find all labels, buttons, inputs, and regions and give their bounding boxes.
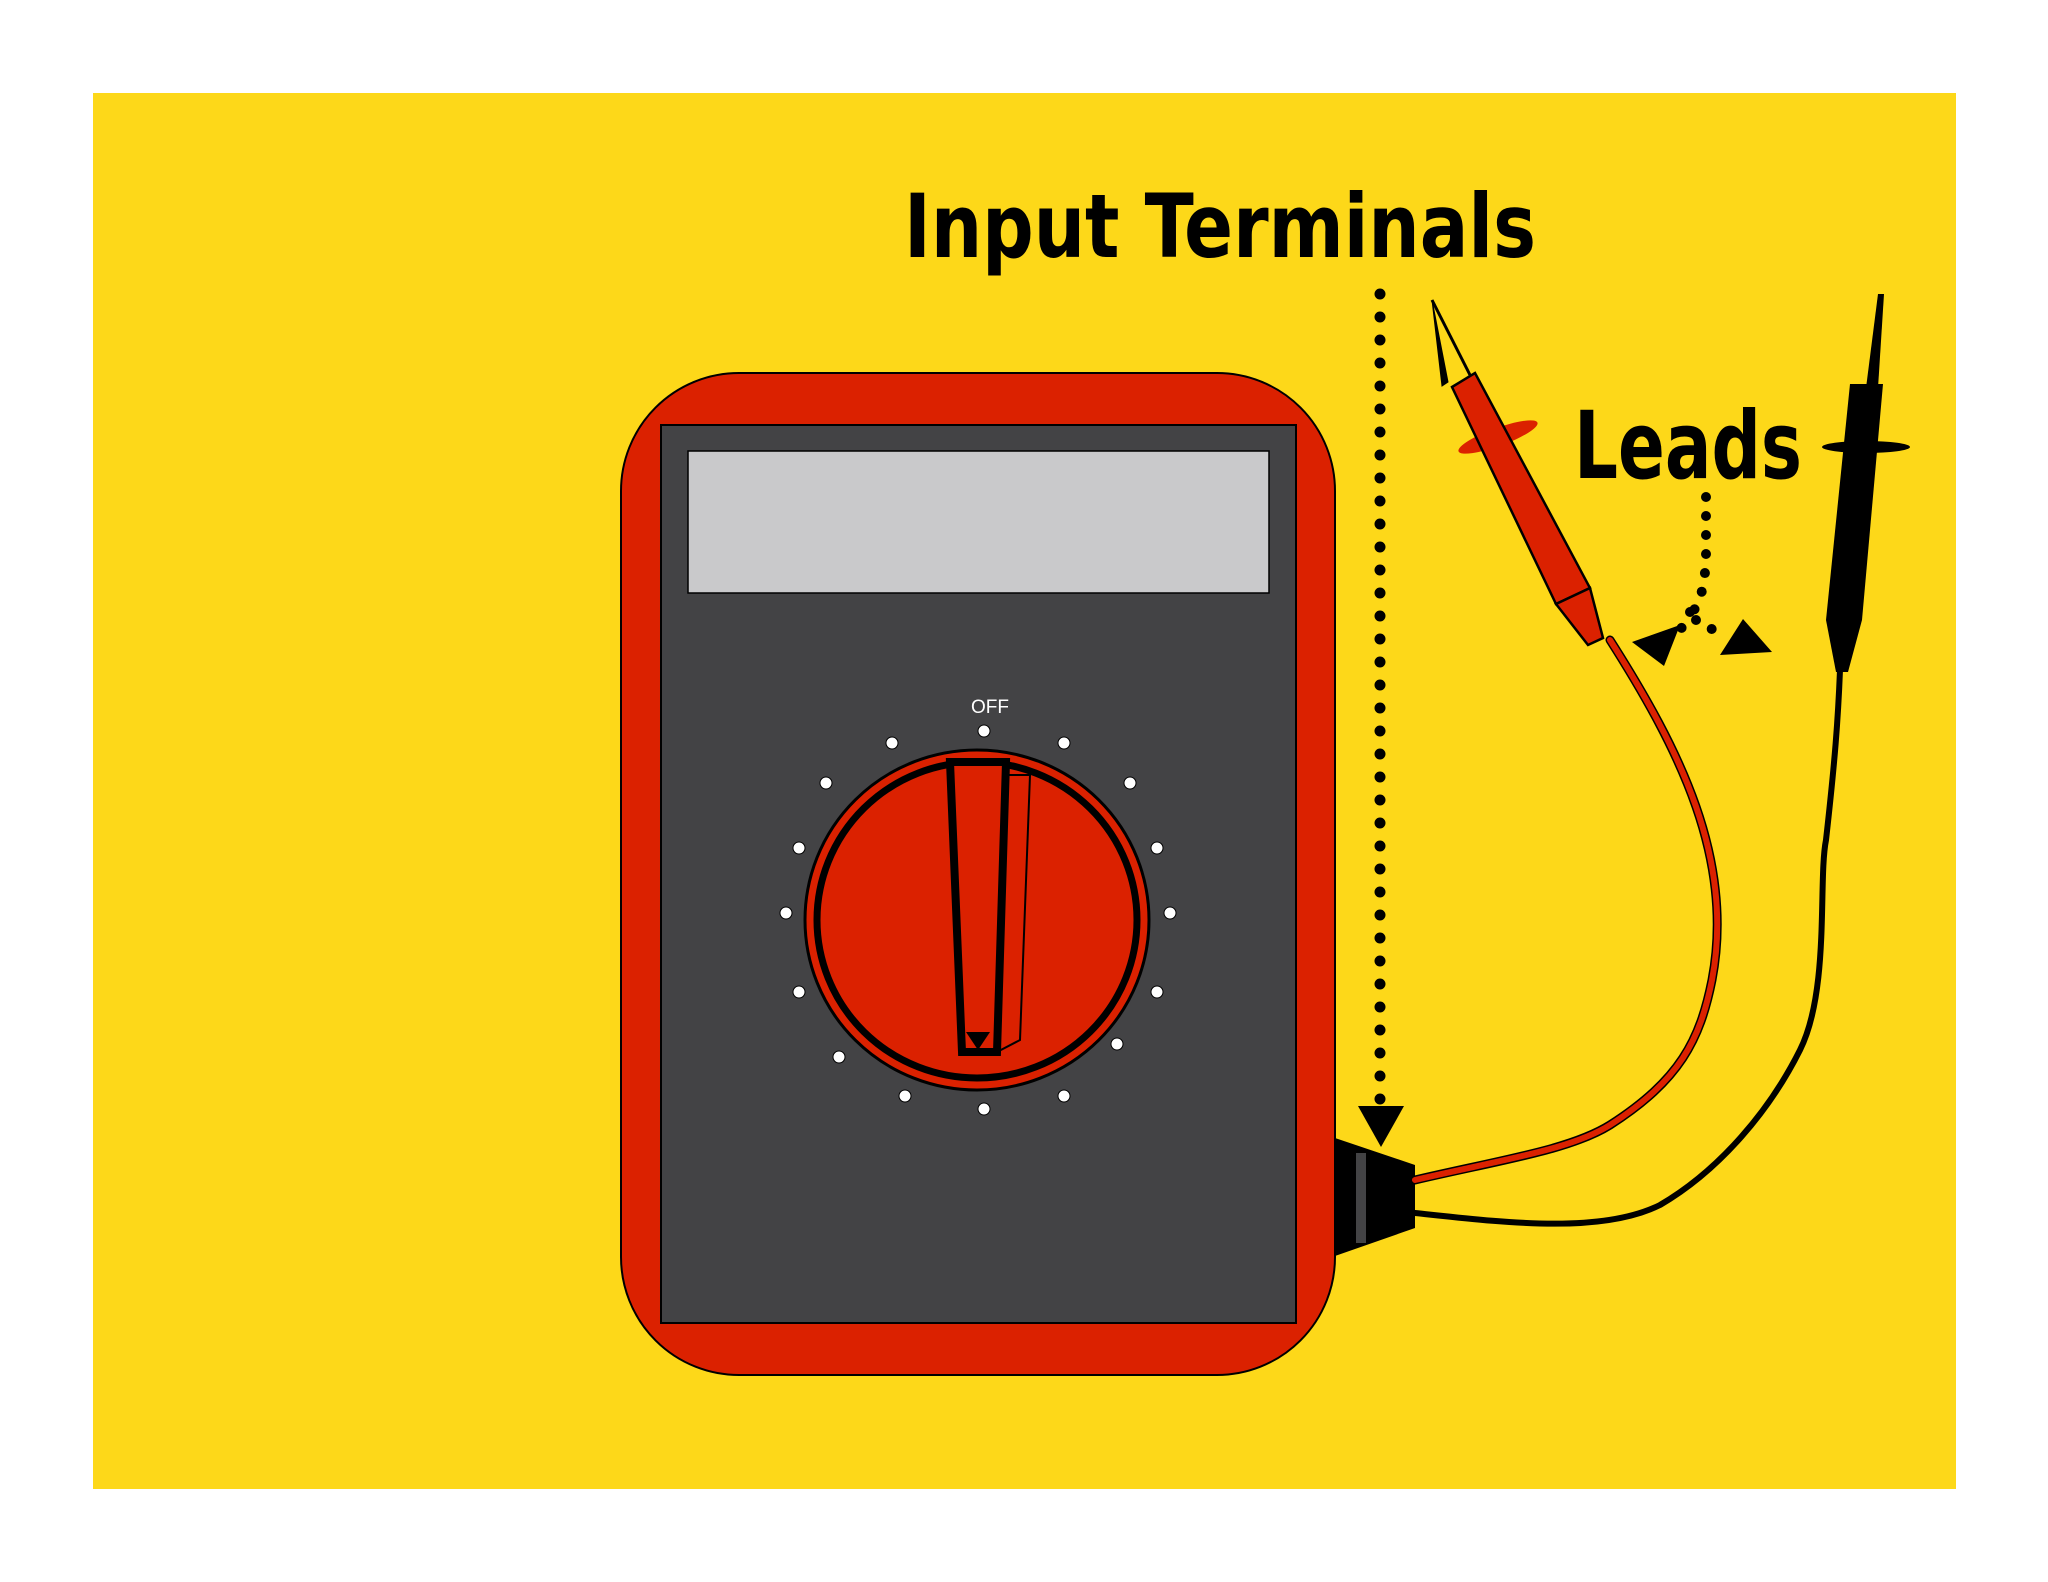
- leads-dotted-branch-black: [1691, 615, 1727, 640]
- red-probe-tip: [1431, 299, 1449, 387]
- leads-callout: Leads: [1574, 392, 1802, 666]
- meter-display: [687, 450, 1270, 594]
- dial-dot: [1057, 736, 1071, 750]
- input-terminals-callout: Input Terminals: [904, 175, 1536, 1147]
- dial-pointer-tip: [966, 1032, 990, 1050]
- dial-dot: [832, 1050, 846, 1064]
- red-probe-tip-line: [1430, 299, 1472, 376]
- dial-dot: [1163, 906, 1177, 920]
- rotary-dial-icon[interactable]: [803, 748, 1151, 1092]
- dial-dot: [898, 1089, 912, 1103]
- dial-dot: [885, 736, 899, 750]
- dial-dot: [819, 776, 833, 790]
- test-leads: [1410, 294, 1910, 1227]
- terminal-socket: [1356, 1153, 1366, 1243]
- red-probe-icon[interactable]: [1430, 299, 1605, 647]
- dial-dot: [977, 724, 991, 738]
- leads-label: Leads: [1574, 392, 1802, 501]
- dial-pointer: [945, 758, 1011, 1056]
- multimeter-icon: OFF: [620, 372, 1415, 1376]
- dial-dot: [1110, 1037, 1124, 1051]
- black-probe-boot: [1826, 620, 1862, 672]
- input-terminal-jack: [1335, 1138, 1415, 1256]
- dial-dot: [1150, 985, 1164, 999]
- leads-arrowhead-black: [1720, 619, 1772, 655]
- black-probe-icon[interactable]: [1822, 294, 1910, 672]
- black-lead-wire: [1412, 667, 1843, 1227]
- dial-dot: [792, 985, 806, 999]
- dial-dot: [792, 841, 806, 855]
- dial-dot: [779, 906, 793, 920]
- input-terminals-arrowhead: [1358, 1106, 1404, 1147]
- dial-pointer-edge: [996, 774, 1032, 1053]
- dial-dot: [1150, 841, 1164, 855]
- leads-arrowhead-red: [1632, 625, 1680, 666]
- dial-dot: [1123, 776, 1137, 790]
- dial-dot: [1057, 1089, 1071, 1103]
- leads-dotted-branch-red: [1665, 607, 1695, 645]
- red-lead-wire: [1412, 637, 1721, 1183]
- black-probe-handle: [1826, 384, 1883, 620]
- terminal-housing: [1335, 1138, 1415, 1256]
- red-probe-boot: [1554, 586, 1605, 647]
- dial-off-label: OFF: [971, 697, 1009, 718]
- black-probe-tip: [1866, 294, 1884, 388]
- dial-position-dots: [779, 724, 1177, 1116]
- input-terminals-label: Input Terminals: [904, 175, 1536, 278]
- dial-dot: [977, 1102, 991, 1116]
